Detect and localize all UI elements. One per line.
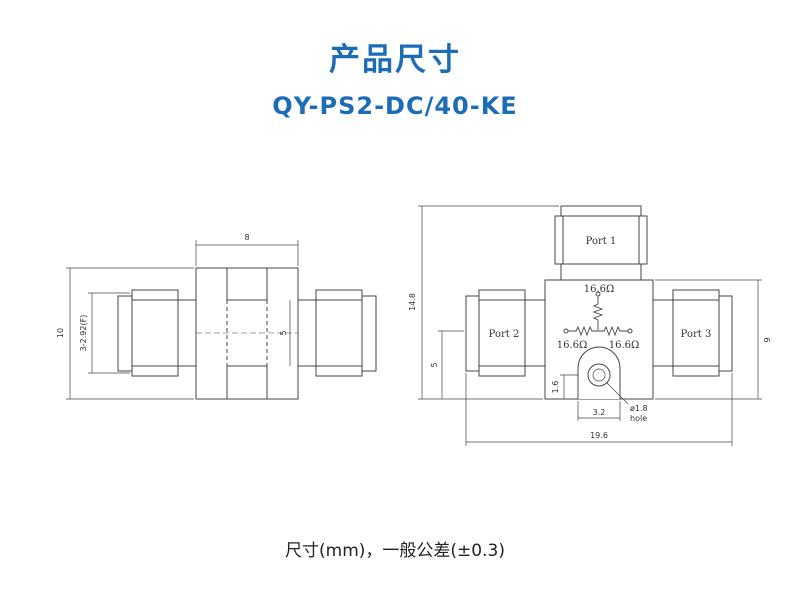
front-view <box>418 205 762 446</box>
resistor-top-label: 16.6Ω <box>584 284 615 295</box>
resistor-right-label: 16.6Ω <box>609 340 640 351</box>
side-dim-height: 10 <box>56 328 65 338</box>
resistor-left-label: 16.6Ω <box>557 340 588 351</box>
front-dim-height: 14.8 <box>408 293 417 311</box>
model-number: QY-PS2-DC/40-KE <box>272 92 518 120</box>
hole-label-size: ø1.8 <box>630 404 648 413</box>
port-3-label: Port 3 <box>681 329 712 340</box>
side-dim-thread: 3-2.92(F) <box>79 315 88 352</box>
page-title: 产品尺寸 <box>329 42 461 78</box>
front-dim-total-width: 19.6 <box>590 431 608 440</box>
front-dim-left: 5 <box>430 362 439 367</box>
side-dim-width: 8 <box>244 233 249 242</box>
front-dim-hole-spacing: 3.2 <box>593 408 606 417</box>
hole-label-text: hole <box>630 414 647 423</box>
port-2-label: Port 2 <box>489 329 520 340</box>
front-dim-hole-offset: 1.6 <box>551 381 560 394</box>
tolerance-note: 尺寸(mm)，一般公差(±0.3) <box>285 541 505 561</box>
side-dim-inner: 5 <box>279 330 288 335</box>
side-view <box>66 240 377 400</box>
port-1-label: Port 1 <box>586 236 617 247</box>
front-dim-right: 9 <box>763 337 772 342</box>
